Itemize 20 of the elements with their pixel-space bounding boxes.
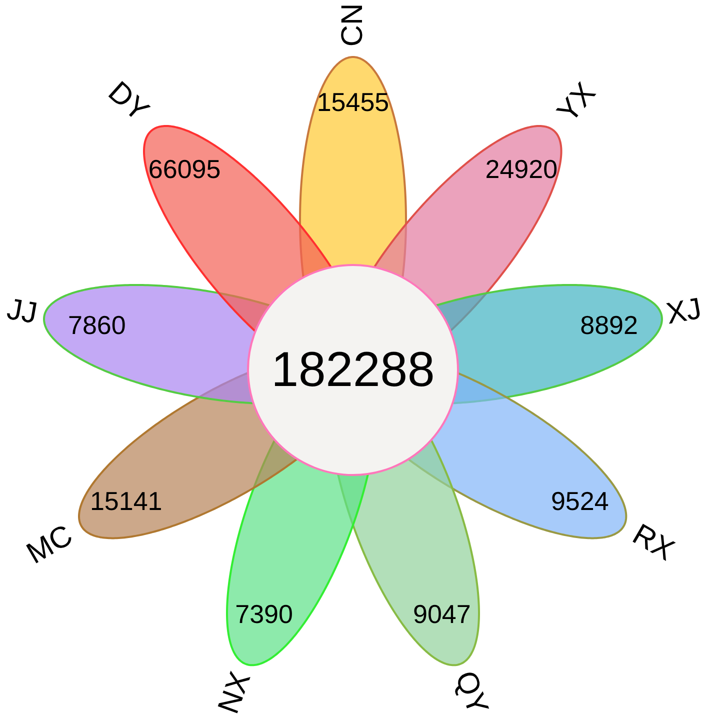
set-label: XJ	[664, 294, 704, 330]
set-label: CN	[338, 3, 368, 47]
petal-ellipse	[143, 124, 332, 332]
count-label: 7390	[235, 601, 293, 628]
count-label: 9047	[413, 601, 471, 628]
count-label: 15141	[90, 488, 162, 514]
set-label: QY	[449, 668, 492, 719]
set-label: JJ	[4, 294, 40, 330]
count-label: 24920	[485, 156, 558, 182]
count-label: 66095	[148, 156, 221, 182]
count-label: 9524	[550, 488, 609, 514]
count-label: 182288	[271, 346, 435, 394]
set-label: DY	[102, 76, 154, 127]
set-label: YX	[552, 78, 602, 128]
count-label: 8892	[580, 312, 638, 338]
set-label: RX	[627, 520, 678, 566]
count-label: 7860	[68, 312, 126, 338]
set-label: MC	[22, 520, 78, 570]
count-label: 15455	[316, 89, 390, 115]
set-label: NX	[214, 668, 257, 718]
